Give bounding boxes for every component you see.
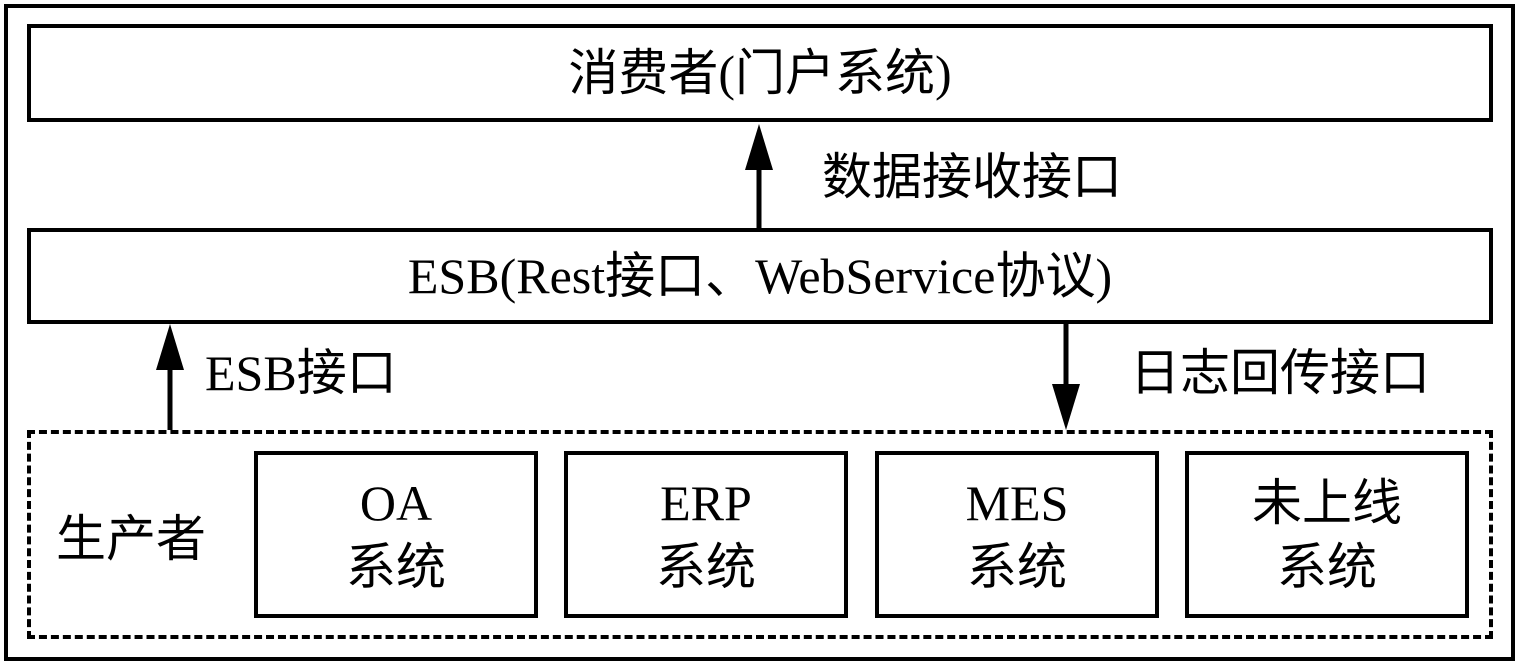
data-receive-interface-label: 数据接收接口 bbox=[822, 149, 1122, 205]
system-suffix: 系统 bbox=[346, 538, 446, 595]
system-suffix: 系统 bbox=[656, 538, 756, 595]
consumer-label: 消费者(门户系统) bbox=[568, 45, 952, 101]
system-name: MES bbox=[965, 474, 1069, 531]
outer-frame bbox=[4, 4, 1515, 661]
system-name: OA bbox=[359, 474, 433, 531]
esb-interface-label: ESB接口 bbox=[205, 345, 397, 401]
esb-box: ESB(Rest接口、WebService协议) bbox=[27, 228, 1493, 324]
system-suffix: 系统 bbox=[1277, 538, 1377, 595]
producer-label: 生产者 bbox=[56, 511, 206, 567]
log-return-interface-label: 日志回传接口 bbox=[1130, 345, 1430, 401]
system-box-erp: ERP 系统 bbox=[564, 451, 848, 618]
system-suffix: 系统 bbox=[967, 538, 1067, 595]
system-name: ERP bbox=[660, 474, 752, 531]
consumer-box: 消费者(门户系统) bbox=[27, 24, 1493, 122]
producer-group bbox=[27, 430, 1493, 639]
system-box-offline: 未上线 系统 bbox=[1185, 451, 1469, 618]
system-box-mes: MES 系统 bbox=[875, 451, 1159, 618]
esb-label: ESB(Rest接口、WebService协议) bbox=[407, 248, 1113, 304]
arrow-esb-to-producer-head bbox=[1052, 384, 1080, 430]
arrow-esb-to-consumer-head bbox=[745, 124, 773, 170]
arrow-producer-to-esb-head bbox=[156, 324, 184, 370]
system-box-oa: OA 系统 bbox=[254, 451, 538, 618]
system-name: 未上线 bbox=[1252, 474, 1402, 531]
